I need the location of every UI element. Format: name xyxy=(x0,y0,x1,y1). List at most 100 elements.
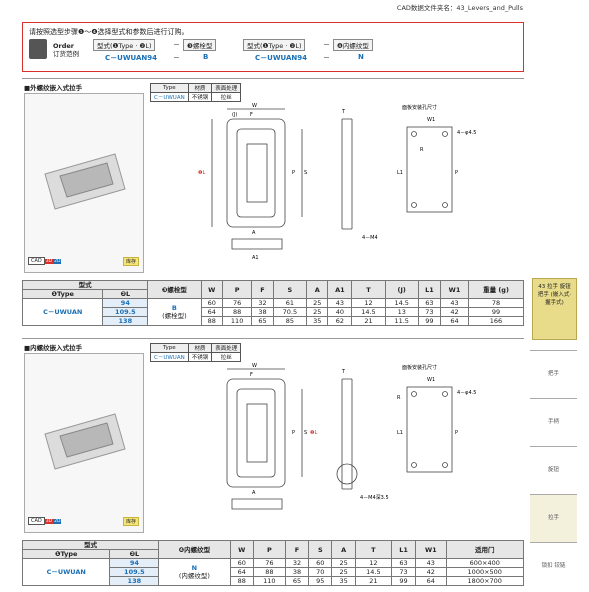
order-dash: － xyxy=(173,41,180,49)
spec-header: 表面处理 xyxy=(211,83,242,93)
col-a1: A1 xyxy=(327,280,353,299)
order-box-type-2: 型式(❶Type · ❷L) xyxy=(243,39,306,51)
l-value: 109.5 xyxy=(109,567,160,577)
cell: 25 xyxy=(331,558,356,568)
drawing-inner xyxy=(246,143,268,203)
spec-header: 材质 xyxy=(187,83,213,93)
label-f: F xyxy=(250,112,253,118)
cell: 85 xyxy=(272,316,308,326)
cell: 99 xyxy=(467,307,525,317)
side-tab-1[interactable]: 把手 xyxy=(530,350,577,398)
side-tab-4[interactable]: 拉手 xyxy=(530,494,577,542)
order-label-en: Order xyxy=(53,42,74,50)
cell: 95 xyxy=(308,576,333,586)
cell: 43 xyxy=(415,558,447,568)
drawing-recess xyxy=(236,128,276,218)
label-s: S xyxy=(304,430,307,436)
hole-mark xyxy=(411,131,417,137)
cell: 166 xyxy=(467,316,525,326)
order-box-type: 型式(❶Type · ❷L) xyxy=(93,39,156,51)
drawing-side-view xyxy=(341,118,353,230)
drawing-panel-cutout xyxy=(406,126,453,213)
cell: 60 xyxy=(308,558,333,568)
side-tab-2[interactable]: 手柄 xyxy=(530,398,577,446)
col-t: T xyxy=(351,280,386,299)
type-value: C－UWUAN xyxy=(21,298,104,326)
order-dash: － xyxy=(173,54,180,62)
label-m4: 4－M4深3.5 xyxy=(360,494,389,501)
order-box-inner: ❹内螺纹型 xyxy=(333,39,373,51)
cell: 99 xyxy=(417,316,442,326)
cell: 65 xyxy=(251,316,274,326)
l-value: 94 xyxy=(109,558,160,568)
cell: 13 xyxy=(384,307,419,317)
label-r: R xyxy=(420,147,424,153)
cell: 99 xyxy=(390,576,417,586)
technical-drawing: W F (J) ❷L S P A A1 T 4－M4 面板安装孔尺寸 W1 4－… xyxy=(198,103,476,261)
handle-photo-icon xyxy=(44,153,126,210)
cell: 38 xyxy=(284,567,310,577)
cell: 60 xyxy=(229,558,254,568)
col-type: ❶Type xyxy=(21,289,104,299)
cell: 110 xyxy=(252,576,286,586)
cell: 35 xyxy=(331,576,356,586)
order-value-1: C－UWUAN94 xyxy=(105,54,158,62)
bolt-cell: B(螺栓型) xyxy=(147,298,202,326)
col-t: T xyxy=(354,540,392,559)
cad-folder-label: CAD数据文件夹名：43_Levers_and_Pulls xyxy=(396,4,523,12)
section-title: 外螺纹嵌入式拉手 xyxy=(24,82,82,92)
l-value: 94 xyxy=(102,298,149,308)
label-j: (J) xyxy=(232,112,237,118)
order-value-4: N xyxy=(358,53,364,61)
cell: 11.5 xyxy=(384,316,419,326)
col-l: ❷L xyxy=(102,289,149,299)
side-tab-3[interactable]: 旋钮 xyxy=(530,446,577,494)
cell: 73 xyxy=(390,567,417,577)
order-box-bolt: ❸螺栓型 xyxy=(183,39,217,51)
cell: 76 xyxy=(221,298,253,308)
inner-cell: N(内螺纹型) xyxy=(158,558,231,586)
side-tab-active[interactable]: 43 拉手 旋钮 把手 (嵌入式·握手式) xyxy=(532,278,577,340)
label-t: T xyxy=(341,369,346,375)
cell: 42 xyxy=(415,567,447,577)
side-tab-5[interactable]: 锁扣 铰链 xyxy=(530,542,577,590)
cell: 14.5 xyxy=(351,307,386,317)
cell: 78 xyxy=(467,298,525,308)
cell: 88 xyxy=(252,567,286,577)
cell: 14.5 xyxy=(384,298,419,308)
label-p: P xyxy=(292,430,295,436)
order-value-2: B xyxy=(203,53,209,61)
dimension-table-1: 型式 ❸螺栓型 W P F S A A1 T (J) L1 W1 重量 (g) … xyxy=(21,280,525,326)
section-title: 内螺纹嵌入式拉手 xyxy=(24,342,82,352)
cell: 62 xyxy=(327,316,353,326)
cell: 1000×500 xyxy=(445,567,524,577)
cell: 32 xyxy=(284,558,310,568)
inner-code: N xyxy=(191,564,198,572)
hole-mark xyxy=(411,202,417,208)
hole-mark xyxy=(442,131,448,137)
spec-cell: C－UWUAN xyxy=(150,92,189,102)
col-l1: L1 xyxy=(417,280,442,299)
col-l: ❷L xyxy=(109,549,160,559)
spec-header: Type xyxy=(150,343,189,353)
col-s: S xyxy=(272,280,308,299)
cell: 76 xyxy=(252,558,286,568)
type-value: C－UWUAN xyxy=(21,558,111,586)
spec-header: 表面处理 xyxy=(211,343,242,353)
label-m4: 4－M4 xyxy=(362,235,378,241)
bolt-note: (螺栓型) xyxy=(162,312,187,320)
cell: 65 xyxy=(284,576,310,586)
cell: 1800×700 xyxy=(445,576,524,586)
l-value: 109.5 xyxy=(102,307,149,317)
cell: 88 xyxy=(229,576,254,586)
l-value: 138 xyxy=(109,576,160,586)
cell: 70.5 xyxy=(272,307,308,317)
inner-note: (内螺纹型) xyxy=(178,572,210,580)
col-j: (J) xyxy=(384,280,419,299)
dimension-table-2: 型式 ❹内螺纹型 W P F S A T L1 W1 适用门 ❶Type ❷L … xyxy=(21,540,524,586)
order-value-3: C－UWUAN94 xyxy=(255,54,308,62)
label-a1: A1 xyxy=(252,255,259,261)
